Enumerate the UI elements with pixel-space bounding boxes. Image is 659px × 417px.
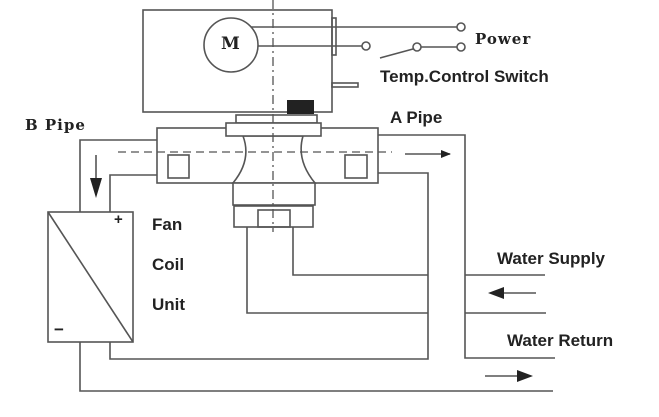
arrow-down-head <box>90 178 102 198</box>
switch-blade <box>379 48 414 59</box>
power-label: Power <box>475 30 532 48</box>
a-pipe-label: A Pipe <box>390 108 443 127</box>
bypass-pipe-1 <box>246 227 428 314</box>
unit-label: Unit <box>152 295 186 314</box>
motor-circle <box>203 17 259 73</box>
a-pipe-inner <box>109 172 429 360</box>
temp-switch-label: Temp.Control Switch <box>380 67 549 86</box>
bottom-port <box>257 209 291 228</box>
indicator-block <box>287 100 314 114</box>
valve-lower <box>232 182 316 206</box>
b-pipe-label: B Pipe <box>25 116 86 134</box>
port-square-left <box>167 154 190 179</box>
fan-label: Fan <box>152 215 183 234</box>
minus-sign: − <box>54 320 64 339</box>
supply-arrow-head <box>488 287 504 299</box>
coil-label: Coil <box>152 255 185 274</box>
b-pipe-inner <box>109 174 157 212</box>
water-return-label: Water Return <box>507 331 614 350</box>
coil-diagonal <box>47 211 134 343</box>
return-pipe <box>79 342 553 392</box>
terminal <box>361 41 371 51</box>
bypass-pipe-2 <box>292 227 428 276</box>
port-square-right <box>344 154 368 179</box>
b-pipe-outer <box>79 139 157 212</box>
return-arrow-head <box>517 370 533 382</box>
flange <box>235 114 318 124</box>
actuator-side-plate <box>331 17 337 56</box>
a-pipe-outer <box>378 134 555 359</box>
motor-label: M <box>221 34 241 54</box>
actuator-pin <box>331 82 359 88</box>
terminal <box>456 42 466 52</box>
terminal <box>456 22 466 32</box>
actuator-box <box>142 9 333 113</box>
water-supply-label: Water Supply <box>497 249 605 268</box>
terminal <box>412 42 422 52</box>
plus-sign: + <box>114 211 123 228</box>
